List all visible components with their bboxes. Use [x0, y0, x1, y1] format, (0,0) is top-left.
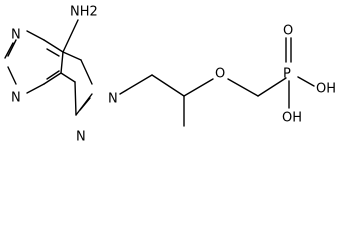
ether-oxygen-label: O — [215, 67, 225, 82]
hydroxyl-lower-label: OH — [282, 111, 302, 126]
bond-ch-oxygen — [183, 78, 214, 97]
phosphorus-label: P — [283, 67, 291, 82]
amine-label: NH2 — [70, 5, 98, 20]
bond-c-c-bottom-double — [46, 70, 60, 80]
bond-c-n-top-left — [26, 30, 45, 41]
bond-c-c-right-lower — [43, 72, 62, 85]
bond-n-c-bottom — [26, 83, 45, 94]
bond-c-n9 — [60, 72, 76, 83]
bond-ch2-ch — [151, 74, 185, 97]
bond-n7-c5 — [80, 59, 93, 85]
bond-c-nh2 — [62, 19, 79, 53]
chemical-structure: NH2 N N N N O P O OH OH — [4, 5, 336, 145]
bond-c-c-right-upper — [60, 51, 64, 74]
bond-c-n-bottom-left — [7, 66, 17, 85]
bond-n-c-left — [7, 39, 17, 57]
bond-n-c-left-double — [4, 42, 14, 59]
hydroxyl-upper-label: OH — [316, 82, 336, 97]
bonds — [4, 19, 315, 127]
bond-c-c-top — [43, 39, 64, 53]
bond-p-oh-upper — [297, 76, 315, 87]
ring-nitrogen-label-bottom: N — [76, 130, 86, 145]
bond-c8-n7-double — [79, 97, 91, 111]
bond-c5-c4 — [62, 51, 82, 61]
ring-nitrogen-label-top-left: N — [11, 28, 21, 43]
bond-n9-c8 — [74, 81, 77, 116]
ring-nitrogen-label-substituted: N — [108, 92, 118, 107]
atom-labels: NH2 N N N N O P O OH OH — [11, 5, 336, 145]
bond-n-ch2 — [119, 74, 153, 95]
phosphoryl-oxygen-label: O — [283, 24, 293, 39]
bond-c-c-top-double — [46, 48, 60, 57]
bond-oxygen-ch2 — [227, 78, 259, 97]
ring-nitrogen-label-bottom-left: N — [11, 91, 21, 106]
bond-ch2-p — [257, 77, 287, 97]
